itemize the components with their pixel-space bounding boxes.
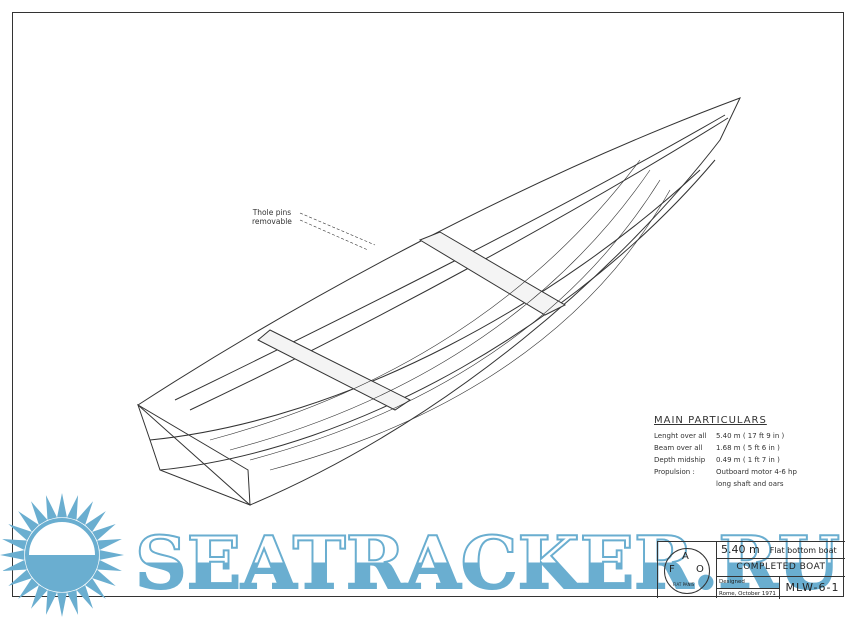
particular-value: 0.49 m ( 1 ft 7 in )	[716, 456, 780, 464]
particulars-heading: MAIN PARTICULARS	[654, 415, 767, 426]
particular-label: Lenght over all	[654, 432, 707, 440]
particular-label	[654, 480, 716, 492]
logo-letter: O	[696, 564, 704, 575]
particular-label: Propulsion :	[654, 468, 695, 476]
sun-ray	[57, 592, 67, 617]
drawing-code: MLW-6-1	[785, 581, 840, 594]
particular-row: long shaft and oars	[654, 480, 797, 492]
particular-row: Beam over all 1.68 m ( 5 ft 6 in )	[654, 444, 797, 456]
particular-value: 1.68 m ( 5 ft 6 in )	[716, 444, 780, 452]
particular-value: Outboard motor 4-6 hp	[716, 468, 797, 476]
seat-aft	[257, 329, 411, 411]
sun-ray	[2, 559, 27, 572]
callout-line1: Thole pins	[252, 208, 292, 217]
sun-ray	[18, 511, 39, 532]
sun-ray	[66, 495, 79, 520]
sun-ray	[92, 569, 116, 586]
watermark-text: SEATRACKER.RU	[135, 520, 840, 605]
sun-ray	[8, 524, 32, 541]
designed-label: Designed	[717, 577, 779, 589]
sun-ray	[99, 550, 124, 560]
sun-ray	[76, 501, 93, 525]
sun-ray	[8, 569, 32, 586]
sun-ray	[31, 501, 48, 525]
thole-pins-callout: Thole pins removable	[252, 208, 292, 226]
boat-type: Flat bottom boat	[769, 546, 837, 555]
sun-ray	[85, 578, 106, 599]
sun-ray	[2, 538, 27, 551]
callout-line2: removable	[252, 217, 292, 226]
hull-sheer	[137, 97, 741, 506]
boat-length: 5.40 m	[721, 543, 760, 556]
drawing-frame	[12, 12, 844, 597]
watermark-sun-icon	[0, 493, 124, 617]
sun-ray	[85, 511, 106, 532]
drawing-title: COMPLETED BOAT	[717, 559, 845, 577]
particular-value: 5.40 m ( 17 ft 9 in )	[716, 432, 785, 440]
logo-motto: FIAT PANIS	[673, 582, 695, 587]
sun-ray	[31, 585, 48, 609]
particular-label: Depth midship	[654, 456, 706, 464]
place-date: Rome, October 1971	[719, 591, 776, 597]
sun-ray	[97, 559, 122, 572]
logo-letter: A	[682, 551, 689, 562]
particular-label: Beam over all	[654, 444, 703, 452]
logo-letter: F	[669, 564, 675, 575]
particular-row: Depth midship 0.49 m ( 1 ft 7 in )	[654, 456, 797, 468]
sun-ray	[92, 524, 116, 541]
particular-value: long shaft and oars	[716, 480, 784, 488]
sun-ray	[57, 493, 67, 518]
sun-ray	[45, 495, 58, 520]
sun-ray	[66, 590, 79, 615]
sun-ray	[0, 550, 25, 560]
sun-ray	[97, 538, 122, 551]
particular-row: Propulsion : Outboard motor 4-6 hp	[654, 468, 797, 480]
fao-logo: F A O FIAT PANIS	[664, 548, 710, 594]
seat-mid	[418, 231, 567, 316]
sun-ray	[76, 585, 93, 609]
main-particulars: MAIN PARTICULARS Lenght over all 5.40 m (…	[654, 415, 797, 492]
sun-ray	[45, 590, 58, 615]
particular-row: Lenght over all 5.40 m ( 17 ft 9 in )	[654, 432, 797, 444]
sun-ray	[18, 578, 39, 599]
